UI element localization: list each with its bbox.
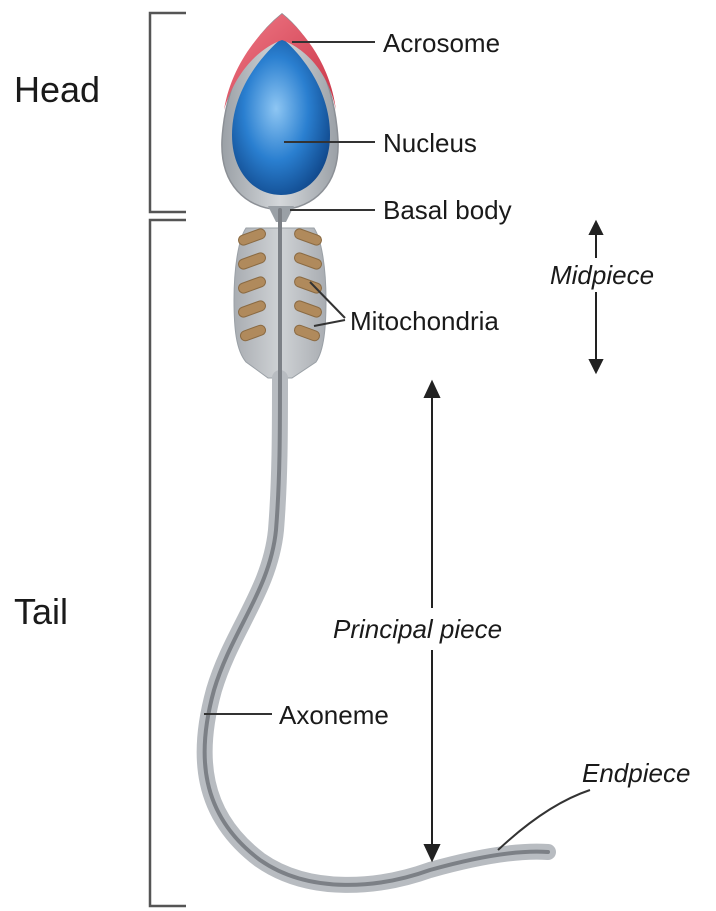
tail-bracket	[150, 220, 186, 906]
endpiece-label: Endpiece	[582, 760, 690, 786]
axoneme-label: Axoneme	[279, 702, 389, 728]
midpiece-label: Midpiece	[550, 262, 654, 288]
mitochondria-label: Mitochondria	[350, 308, 499, 334]
basal-body-label: Basal body	[383, 197, 512, 223]
nucleus-label: Nucleus	[383, 130, 477, 156]
head-label: Head	[14, 72, 100, 108]
endpiece-leader	[498, 790, 590, 850]
tail-label: Tail	[14, 594, 68, 630]
principal-piece-label: Principal piece	[333, 616, 502, 642]
head-bracket	[150, 13, 186, 212]
midpiece-arrow	[590, 222, 602, 372]
acrosome-label: Acrosome	[383, 30, 500, 56]
